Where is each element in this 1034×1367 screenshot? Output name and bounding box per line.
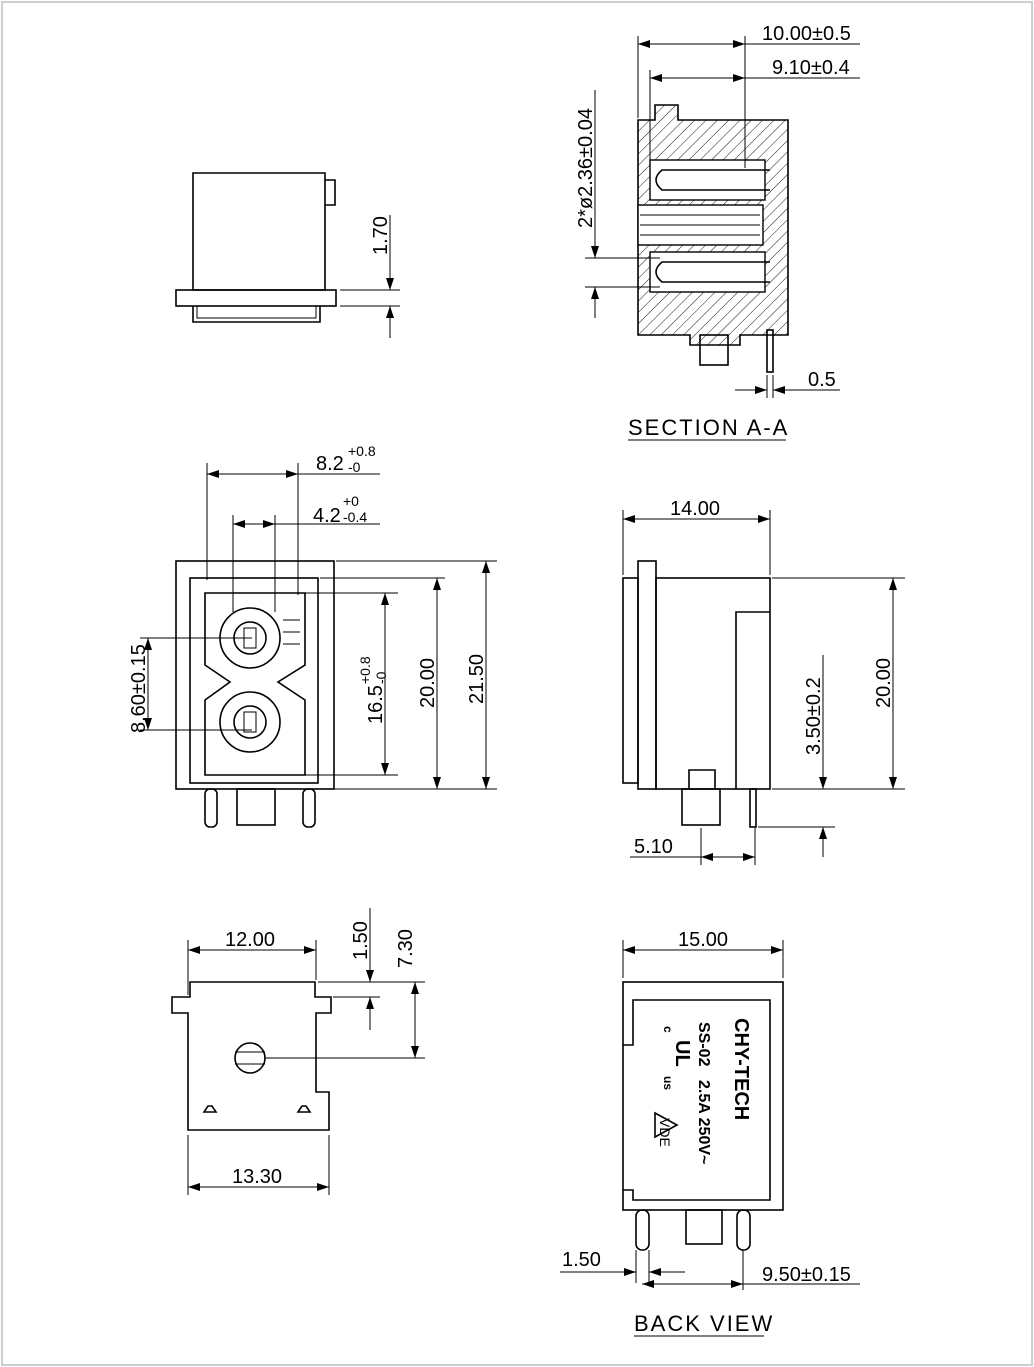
model-label: SS-02 <box>695 1022 712 1067</box>
dim-side-height: 20.00 <box>873 658 895 708</box>
dim-front-height-3: 21.50 <box>466 654 488 704</box>
rating-label: 2.5A 250V~ <box>695 1080 712 1164</box>
vde-label: VDE <box>657 1118 673 1147</box>
dim-front-height-1-tol-dn: -0 <box>373 671 389 684</box>
dim-back-pitch: 9.50±0.15 <box>762 1264 851 1286</box>
back-view: CHY-TECH SS-02 2.5A 250V~ UL c us VDE 15… <box>560 929 860 1337</box>
dim-side-step: 3.50±0.2 <box>803 677 825 755</box>
dim-section-hole: 2*ø2.36±0.04 <box>575 108 597 228</box>
dim-section-pin: 0.5 <box>808 369 836 391</box>
dim-front-height-1-tol-up: +0.8 <box>357 656 373 684</box>
side-view: 14.00 20.00 3.50±0.2 5.10 <box>622 498 905 865</box>
dim-front-pitch: 8.60±0.15 <box>128 644 150 733</box>
dim-section-width-1: 10.00±0.5 <box>762 23 851 45</box>
dim-bottom-width-2: 13.30 <box>232 1166 282 1188</box>
dim-front-width-2: 4.2 <box>313 505 341 527</box>
dim-back-pin: 1.50 <box>562 1249 601 1271</box>
dim-front-height-1: 16.5 <box>365 685 387 724</box>
bottom-view: 12.00 13.30 1.50 7.30 <box>171 908 425 1195</box>
dim-front-width-1-tol-dn: -0 <box>348 459 361 475</box>
ul-us-label: us <box>661 1076 675 1090</box>
dim-front-height-2: 20.00 <box>417 658 439 708</box>
section-a-a-view: 10.00±0.5 9.10±0.4 2*ø2.36±0.04 0.5 SECT… <box>575 23 860 441</box>
section-title: SECTION A-A <box>628 415 789 440</box>
dim-front-width-1-tol-up: +0.8 <box>348 443 376 459</box>
ul-c-label: c <box>661 1026 675 1033</box>
dim-side-width: 14.00 <box>670 498 720 520</box>
back-view-title: BACK VIEW <box>634 1311 774 1336</box>
dim-back-width: 15.00 <box>678 929 728 951</box>
top-view: 1.70 <box>175 172 400 338</box>
front-view: 8.2 +0.8 -0 4.2 +0 -0.4 8.60±0.15 16.5 +… <box>128 443 497 828</box>
dim-top-height: 1.70 <box>370 216 392 255</box>
dim-front-width-1: 8.2 <box>316 453 344 475</box>
dim-bottom-height-2: 7.30 <box>395 929 417 968</box>
dim-bottom-width-1: 12.00 <box>225 929 275 951</box>
vde-triangle-icon <box>654 1111 679 1139</box>
dim-bottom-height-1: 1.50 <box>350 921 372 960</box>
dim-side-pin: 5.10 <box>634 836 673 858</box>
brand-label: CHY-TECH <box>730 1018 752 1120</box>
ul-mark-icon: UL <box>671 1040 693 1067</box>
dim-front-width-2-tol-dn: -0.4 <box>343 509 367 525</box>
dim-front-width-2-tol-up: +0 <box>343 493 359 509</box>
dim-section-width-2: 9.10±0.4 <box>772 57 850 79</box>
